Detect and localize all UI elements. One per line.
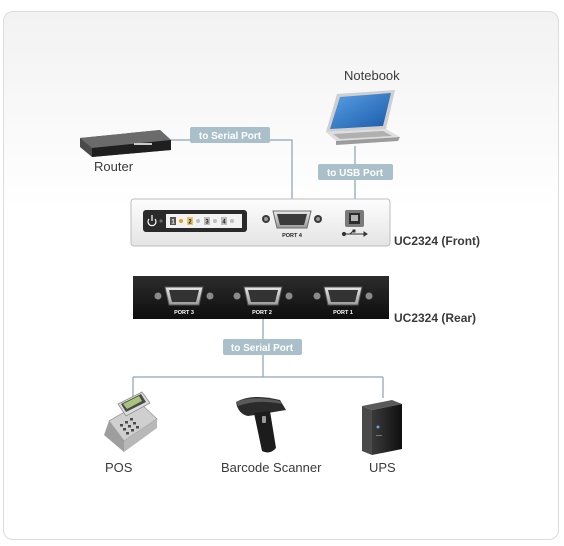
svg-text:4: 4 <box>222 220 226 226</box>
pos-label: POS <box>105 460 133 475</box>
led-3: 3 <box>204 217 217 226</box>
router-link-line <box>171 139 293 204</box>
svg-text:1: 1 <box>171 220 175 226</box>
rear-serial-port-2: PORT 2 <box>233 286 293 316</box>
power-icon <box>147 215 157 227</box>
hub-front-label: UC2324 (Front) <box>394 234 480 248</box>
router-device <box>80 130 171 157</box>
hub-front-panel: 1 2 3 4 <box>130 198 391 247</box>
svg-text:to USB Port: to USB Port <box>327 168 384 179</box>
barcode-scanner-device <box>236 396 286 453</box>
svg-text:3: 3 <box>205 220 209 226</box>
usb-b-port <box>345 210 364 227</box>
svg-text:to Serial Port: to Serial Port <box>231 343 294 354</box>
led-2: 2 <box>187 217 200 226</box>
router-label: Router <box>94 159 134 174</box>
power-led-icon <box>159 219 163 223</box>
rear-serial-tag: to Serial Port <box>223 339 302 355</box>
barcode-scanner-label: Barcode Scanner <box>221 460 322 475</box>
svg-text:PORT 1: PORT 1 <box>333 310 353 316</box>
svg-text:PORT 2: PORT 2 <box>252 310 272 316</box>
pos-device <box>104 391 158 452</box>
hub-rear-label: UC2324 (Rear) <box>394 311 476 325</box>
rear-serial-port-1: PORT 1 <box>313 286 373 316</box>
ups-label: UPS <box>369 460 396 475</box>
router-serial-tag: to Serial Port <box>190 127 270 143</box>
rear-serial-port-3: PORT 3 <box>154 286 214 316</box>
notebook-device <box>326 90 400 145</box>
notebook-label: Notebook <box>344 68 400 83</box>
router-logo-icon <box>134 143 152 145</box>
svg-text:2: 2 <box>188 220 192 226</box>
hub-rear-panel: PORT 3 PORT 2 PORT 1 <box>133 276 389 319</box>
notebook-usb-tag: to USB Port <box>318 164 393 180</box>
svg-text:PORT 3: PORT 3 <box>174 310 194 316</box>
usb-icon <box>341 229 368 237</box>
ups-device <box>362 400 402 455</box>
led-4: 4 <box>221 217 234 226</box>
led-1: 1 <box>170 217 183 226</box>
diagram-panel <box>3 11 559 540</box>
svg-text:PORT 4: PORT 4 <box>282 233 303 239</box>
svg-text:to Serial Port: to Serial Port <box>199 131 262 142</box>
front-serial-port-4: PORT 4 <box>262 210 322 239</box>
